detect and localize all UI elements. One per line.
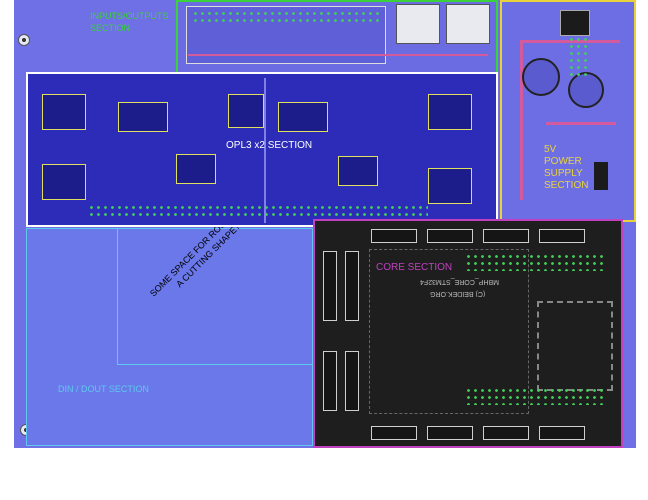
din-dout-section (26, 228, 313, 446)
inputs-outputs-label: INPUTS/OUTPUTS SECTION (90, 11, 169, 33)
core-rev-silkscreen: (C) BEIDEK.ORG (430, 290, 486, 297)
inputs-outputs-section (176, 0, 498, 74)
opl3-section (26, 72, 498, 227)
core-part-silkscreen: MBHP_CORE_STM32F4 (420, 278, 499, 285)
din-dout-label: DIN / DOUT SECTION (58, 384, 149, 394)
core-label: CORE SECTION (376, 262, 453, 273)
core-section (313, 219, 623, 448)
power-supply-label: 5V POWER SUPPLY SECTION (544, 144, 589, 191)
routing-space-area (117, 228, 313, 365)
opl3-label: OPL3 x2 SECTION (226, 140, 313, 151)
mounting-hole-top-left (18, 34, 30, 46)
